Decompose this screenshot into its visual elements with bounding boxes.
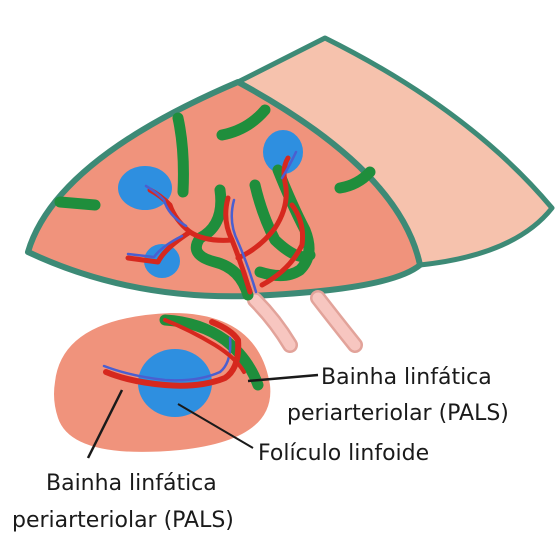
lymphoid-follicle bbox=[118, 166, 172, 210]
pals-sheath bbox=[159, 314, 264, 391]
label-pals-bottom-line1: Bainha linfática bbox=[46, 471, 217, 496]
leader-pals-bottom bbox=[86, 389, 124, 459]
venules bbox=[126, 150, 298, 294]
lymphoid-follicle bbox=[144, 244, 180, 278]
vessel-stub bbox=[312, 292, 361, 351]
label-pals-bottom-line2: periarteriolar (PALS) bbox=[12, 508, 234, 533]
central-arteriole-branch bbox=[163, 318, 246, 374]
central-venule bbox=[102, 336, 232, 382]
central-arteriole bbox=[103, 319, 242, 389]
lymphoid-follicle bbox=[263, 130, 303, 174]
label-pals-right-line2: periarteriolar (PALS) bbox=[287, 401, 509, 426]
label-pals-right-line1: Bainha linfática bbox=[321, 365, 492, 390]
leader-follicle bbox=[177, 403, 254, 449]
leader-pals-right bbox=[247, 373, 319, 383]
label-follicle: Folículo linfoide bbox=[258, 441, 429, 466]
white-pulp-cords bbox=[54, 104, 376, 301]
vessel-stub bbox=[249, 294, 296, 351]
